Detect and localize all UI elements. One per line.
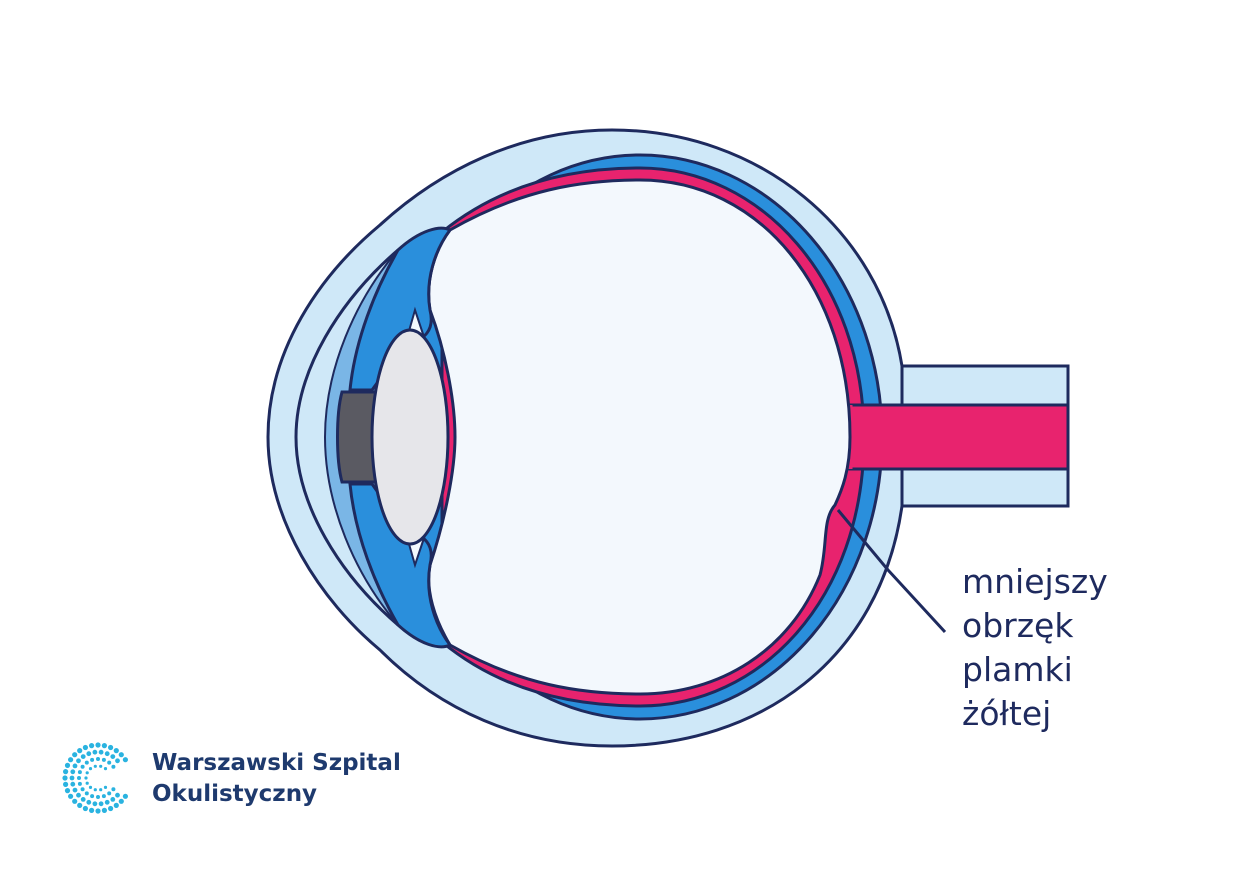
logo-dot [80,797,86,802]
logo-dot [85,781,89,785]
logo-dot [70,781,76,787]
logo-dot [99,788,103,792]
logo-dot [62,775,68,781]
logo-dot [80,764,85,769]
annotation-leader-line [836,509,947,634]
annotation-line-2: obrzęk [962,606,1074,645]
logo-dot [98,749,104,755]
pupil [336,390,380,484]
macular-edema-label: mniejszy obrzęk plamki żółtej [962,560,1108,736]
logo-dot [110,797,116,802]
logo-dot [96,795,100,799]
iris-upper [348,226,453,392]
logo-dot [82,744,88,751]
logo-dot [103,767,108,771]
logo-dot [77,776,81,780]
logo-dot [101,794,106,799]
iris-lower [348,482,453,649]
logo-dot [98,801,104,807]
logo-dot [103,785,108,789]
logo-dot [107,791,112,796]
logo-dots-icon [62,742,128,814]
logo-dot [93,764,97,768]
logo-dot [76,758,81,764]
logo-dot [115,792,120,798]
logo-dot [72,798,78,804]
logo-dot [64,762,71,768]
logo-dot [90,757,95,762]
logo-dot [68,757,74,763]
annotation-line-3: plamki [962,650,1073,689]
logo-dot [108,805,114,812]
optic-nerve [848,403,1070,471]
logo-dot [95,808,101,814]
logo-line-1: Warszawski Szpital [152,750,401,776]
logo-dot [69,775,75,781]
logo-dot [72,752,78,758]
cornea-inner-line [294,248,399,627]
logo-dot [104,799,110,805]
logo-dot [115,758,120,764]
logo-dot [93,788,97,792]
logo-dot [110,754,116,759]
logo-dot [70,769,76,775]
logo-dot [88,785,93,789]
annotation-line-4: żółtej [962,694,1052,733]
hospital-logo: Warszawski Szpital Okulistyczny [60,740,420,820]
logo-dot [77,770,82,775]
logo-dot [92,749,98,755]
logo-dot [77,781,82,786]
lens [370,328,450,546]
logo-dot [68,793,74,799]
logo-dot [122,757,128,763]
logo-dot [118,798,124,804]
logo-dot [80,787,85,792]
vitreous-body [427,178,852,696]
logo-dot [111,764,116,769]
logo-line-2: Okulistyczny [152,781,318,807]
logo-dot [113,748,119,754]
logo-dot [77,802,83,808]
logo-dot [85,771,89,775]
logo-dot [90,794,95,799]
logo-dot [92,801,98,807]
logo-dot [76,792,81,798]
logo-dot [89,807,95,813]
logo-dot [80,754,86,759]
logo-text: Warszawski Szpital Okulistyczny [152,748,401,810]
logo-dot [96,757,100,761]
logo-dot [89,743,95,749]
logo-dot [84,791,89,796]
annotation-line-1: mniejszy [962,562,1108,601]
logo-dot [84,760,89,765]
logo-dot [107,760,112,765]
logo-dot [95,742,101,748]
logo-dot [99,764,103,768]
logo-dot [118,752,124,758]
logo-dot [122,793,128,799]
logo-dot [108,744,114,751]
logo-dot [101,743,107,749]
logo-dot [86,751,92,757]
logo-dot [88,767,93,771]
logo-dot [101,757,106,762]
logo-dot [72,763,78,769]
logo-dot [113,802,119,808]
logo-dot [86,799,92,805]
logo-dot [64,788,71,794]
logo-dot [63,781,69,787]
logo-dot [111,787,116,792]
logo-dot [101,807,107,813]
logo-dot [82,805,88,812]
logo-dot [84,776,88,780]
logo-dot [72,787,78,793]
logo-dot [63,769,69,775]
logo-dot [104,751,110,757]
logo-dot [77,748,83,754]
